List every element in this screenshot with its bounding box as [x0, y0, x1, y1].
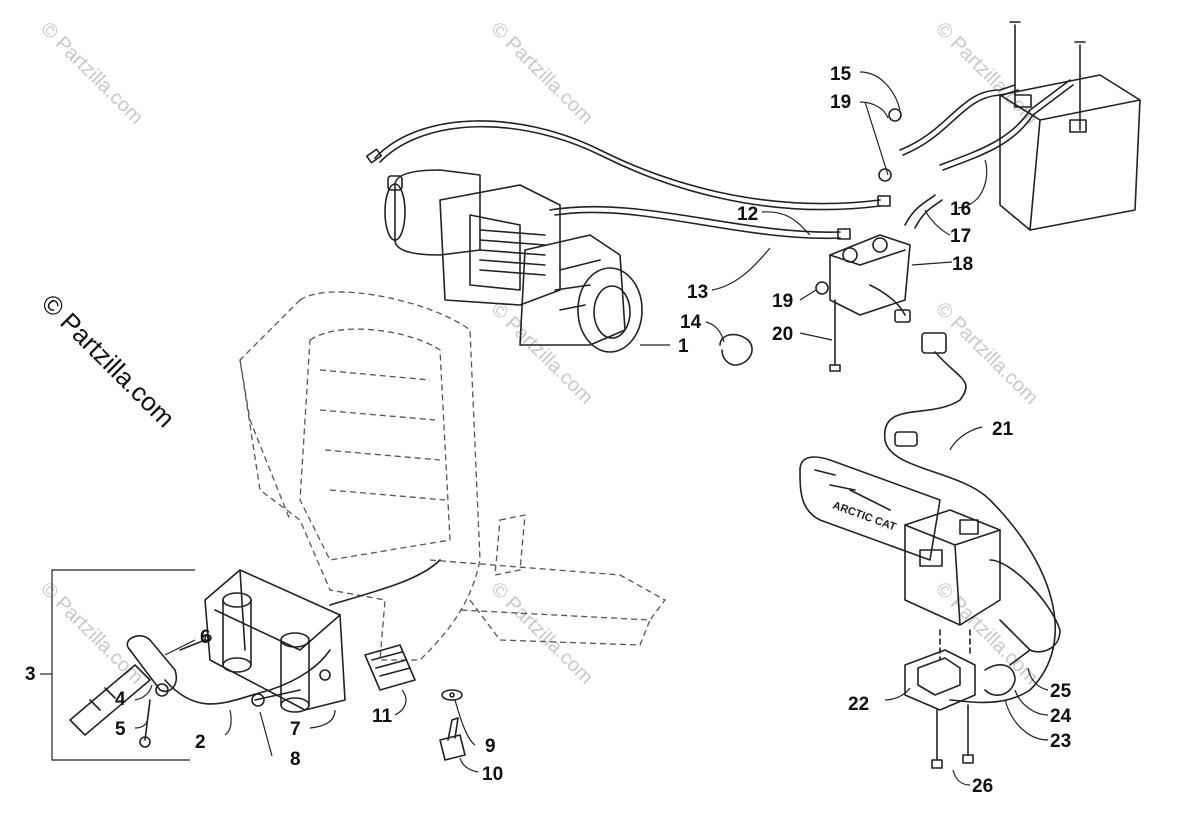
callout-20: 20 [772, 324, 793, 345]
solenoid-relay [829, 234, 911, 372]
switch-harness [884, 332, 1056, 704]
watermark: © Partzilla.com [36, 578, 147, 689]
watermark: © Partzilla.com [486, 298, 597, 409]
watermark: © Partzilla.com [931, 298, 1042, 409]
callout-17: 17 [950, 226, 971, 247]
watermark: © Partzilla.com [931, 578, 1042, 689]
callout-12: 12 [737, 204, 758, 225]
watermark-layer: © Partzilla.com © Partzilla.com © Partzi… [36, 18, 1042, 689]
callout-labels: 1 2 3 4 5 6 7 8 9 10 11 12 13 14 15 16 1… [25, 64, 1072, 797]
watermark: © Partzilla.com [486, 18, 597, 129]
copyright-text: © Partzilla.com [36, 288, 181, 433]
callout-19-top: 19 [830, 92, 851, 113]
callout-21: 21 [992, 419, 1014, 440]
retaining-clip [719, 333, 753, 366]
decal-and-hardware [364, 644, 466, 761]
callout-11: 11 [372, 706, 393, 727]
callout-13: 13 [687, 282, 708, 303]
callout-2: 2 [195, 732, 206, 753]
callout-16: 16 [950, 199, 971, 220]
callout-15: 15 [830, 64, 852, 85]
callout-5: 5 [115, 719, 126, 740]
callout-6: 6 [200, 627, 211, 648]
callout-26: 26 [972, 776, 993, 797]
callout-10: 10 [482, 764, 503, 785]
callout-19-lower: 19 [772, 291, 793, 312]
switch-bracket-hardware [904, 629, 1031, 769]
watermark: © Partzilla.com [931, 18, 1042, 129]
winch-rope-and-hook [69, 559, 441, 748]
watermark: © Partzilla.com [36, 18, 147, 129]
callout-22: 22 [848, 694, 869, 715]
callout-8: 8 [290, 749, 301, 770]
callout-18: 18 [952, 254, 973, 275]
callout-14: 14 [680, 312, 702, 333]
winch-cables [365, 120, 891, 240]
atv-frame-outline [239, 291, 666, 661]
callout-25: 25 [1050, 681, 1072, 702]
grip-brand-text: ARCTIC CAT [831, 500, 898, 534]
callout-23: 23 [1050, 731, 1071, 752]
callout-1: 1 [678, 336, 689, 357]
battery [999, 21, 1141, 231]
callout-24: 24 [1050, 706, 1072, 727]
callout-3: 3 [25, 664, 36, 685]
leader-lines [40, 71, 1049, 786]
winch-assembly [384, 169, 643, 353]
callout-9: 9 [485, 736, 496, 757]
callout-7: 7 [290, 719, 301, 740]
roller-fairlead [204, 569, 346, 713]
battery-cables [815, 79, 1074, 295]
handlebar-switch-assembly: ARCTIC CAT [799, 456, 1061, 653]
callout-3-bracket [51, 569, 195, 761]
callout-4: 4 [115, 689, 126, 710]
watermark: © Partzilla.com [486, 578, 597, 689]
